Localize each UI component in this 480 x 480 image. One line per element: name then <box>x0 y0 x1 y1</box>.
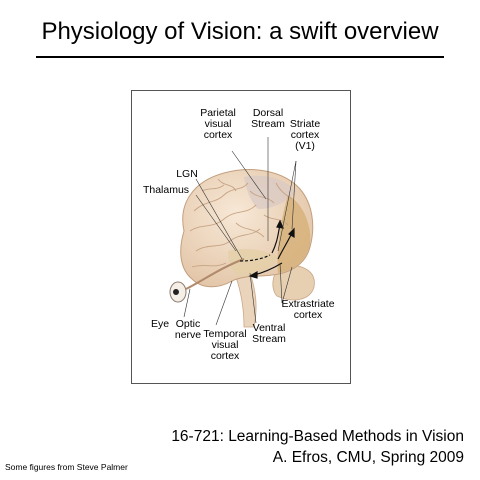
cerebellum <box>272 264 315 301</box>
brain-stem <box>235 272 257 328</box>
label-ventral-stream: Ventral Stream <box>252 322 286 345</box>
label-thalamus: Thalamus <box>142 184 190 196</box>
leader-lines <box>183 137 297 326</box>
title-underline <box>36 56 444 58</box>
label-extrastriate-cortex: Extrastriate cortex <box>281 298 335 321</box>
label-optic-nerve: Optic nerve <box>174 318 202 341</box>
label-temporal-visual-cortex: Temporal visual cortex <box>203 328 247 362</box>
label-lgn: LGN <box>176 168 198 180</box>
pathway-arrows <box>239 219 295 279</box>
label-striate-cortex: Striate cortex (V1) <box>289 118 321 152</box>
brain-illustration <box>169 137 315 328</box>
slide-title: Physiology of Vision: a swift overview <box>41 18 439 45</box>
optic-nerve-shape <box>185 258 245 290</box>
parietal-region <box>244 175 296 209</box>
label-eye: Eye <box>150 318 170 330</box>
label-dorsal-stream: Dorsal Stream <box>251 107 285 130</box>
brain-figure: Parietal visual cortex Dorsal Stream Str… <box>131 90 351 384</box>
label-parietal-visual-cortex: Parietal visual cortex <box>200 107 236 141</box>
author-line: A. Efros, CMU, Spring 2009 <box>272 449 464 466</box>
figure-credit: Some figures from Steve Palmer <box>5 462 128 472</box>
course-title: 16-721: Learning-Based Methods in Vision <box>171 428 464 445</box>
